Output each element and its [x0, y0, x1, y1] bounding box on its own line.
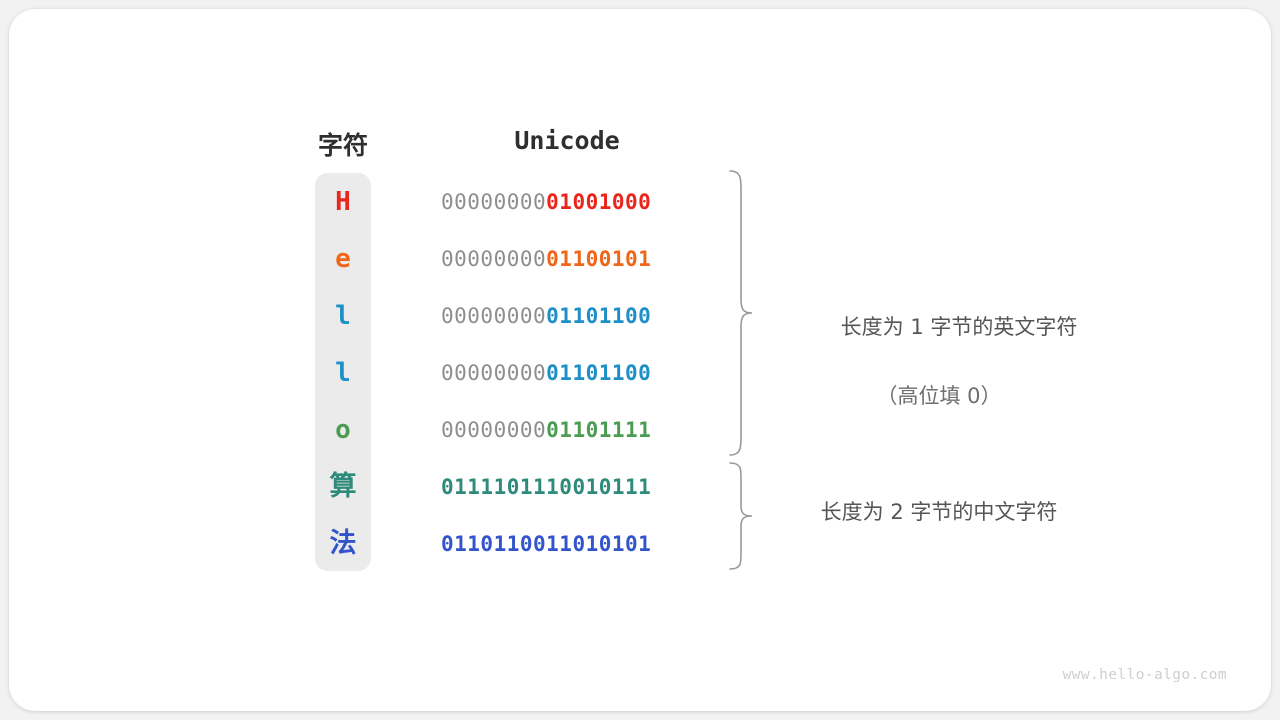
high-byte: 00000000	[441, 189, 547, 214]
column-header-unicode: Unicode	[514, 126, 620, 155]
annotation-ascii-main: 长度为 1 字节的英文字符	[840, 314, 1078, 339]
brace-cjk-rows	[729, 462, 753, 570]
character-cell: 算	[329, 471, 357, 502]
unicode-binary-row: 00000000 01101100	[441, 344, 693, 401]
high-byte: 01101100	[441, 531, 547, 556]
annotation-cjk: 长度为 2 字节的中文字符	[820, 500, 1058, 524]
unicode-binary-row: 00000000 01101111	[441, 401, 693, 458]
low-byte: 01001000	[546, 189, 652, 214]
character-cell: l	[335, 300, 351, 331]
annotation-ascii: 长度为 1 字节的英文字符 （高位填 0）	[769, 275, 1109, 483]
low-byte: 01100101	[546, 246, 652, 271]
column-header-character: 字符	[317, 132, 368, 160]
brace-ascii-rows	[729, 170, 753, 456]
unicode-binary-row: 00000000 01100101	[441, 230, 693, 287]
watermark: www.hello-algo.com	[1062, 667, 1227, 683]
low-byte: 01101111	[546, 417, 652, 442]
low-byte: 01101100	[546, 360, 652, 385]
low-byte: 10010111	[546, 474, 652, 499]
character-cell: l	[335, 357, 351, 388]
high-byte: 00000000	[441, 417, 547, 442]
high-byte: 00000000	[441, 246, 547, 271]
character-cell: H	[335, 186, 351, 217]
character-cell: o	[335, 414, 351, 445]
unicode-binary-row: 01101100 11010101	[441, 515, 693, 572]
annotation-ascii-sub: （高位填 0）	[876, 383, 1002, 408]
unicode-binary-row: 01111011 10010111	[441, 458, 693, 515]
high-byte: 00000000	[441, 303, 547, 328]
character-cell: e	[335, 243, 351, 274]
low-byte: 01101100	[546, 303, 652, 328]
character-cell: 法	[329, 528, 357, 559]
unicode-binary-row: 00000000 01001000	[441, 173, 693, 230]
unicode-binary-row: 00000000 01101100	[441, 287, 693, 344]
high-byte: 01111011	[441, 474, 547, 499]
low-byte: 11010101	[546, 531, 652, 556]
high-byte: 00000000	[441, 360, 547, 385]
